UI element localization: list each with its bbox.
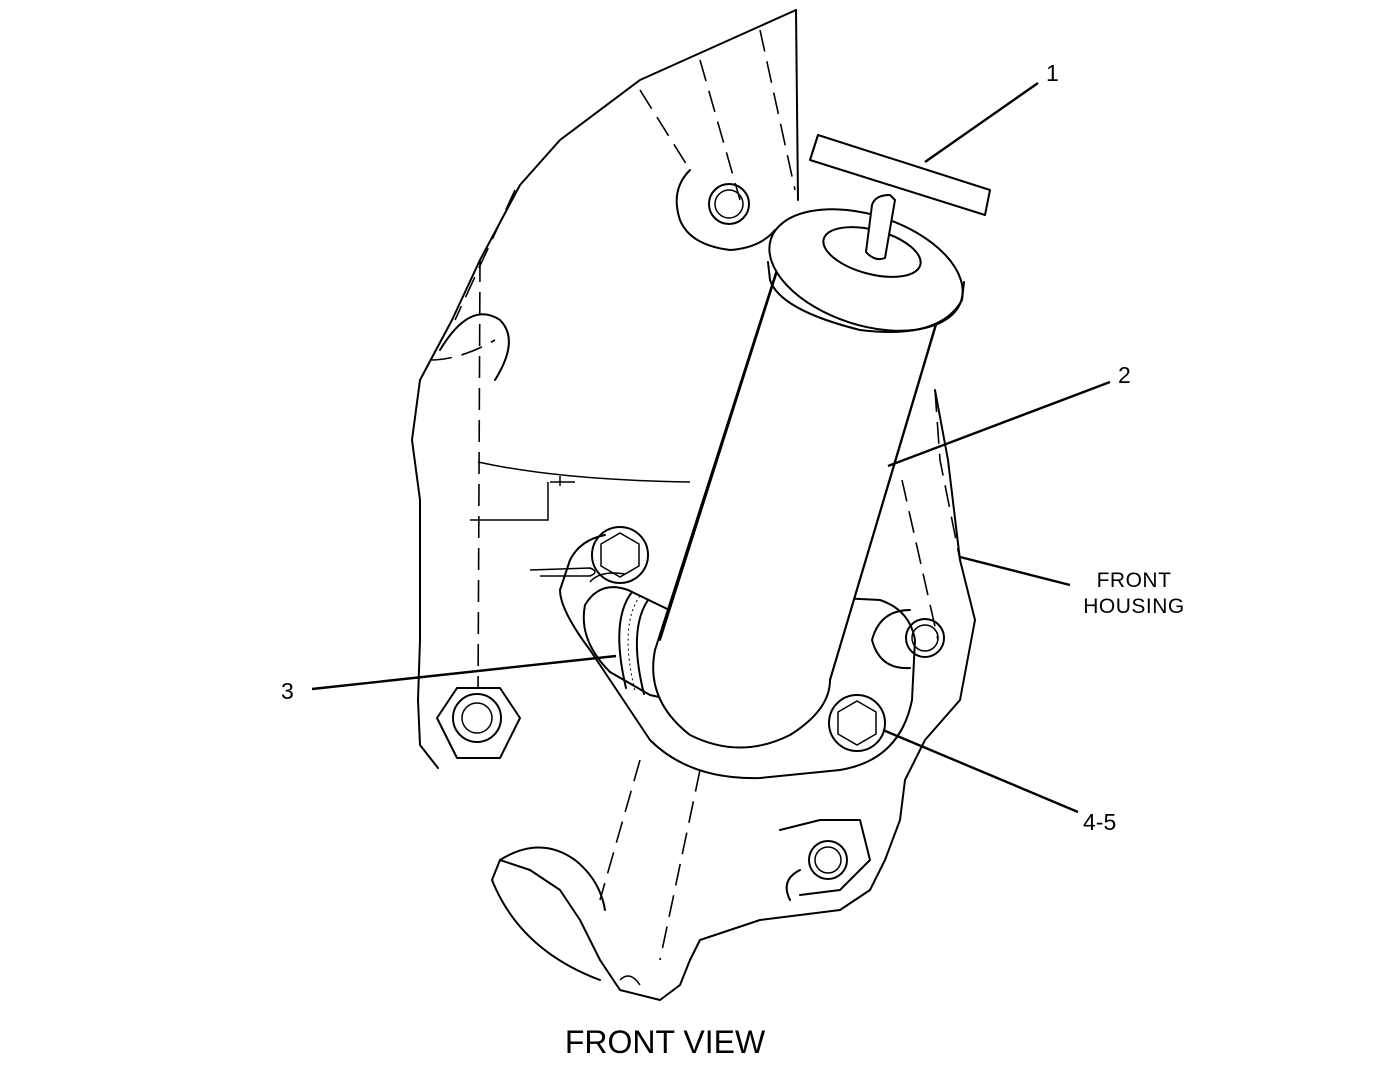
view-title: FRONT VIEW — [565, 1024, 766, 1060]
bolt-housing-right — [905, 618, 945, 658]
bolt-flange-right — [828, 694, 886, 752]
callout-2: 2 — [1118, 362, 1131, 388]
t-handle — [809, 134, 991, 261]
callout-3: 3 — [281, 678, 294, 704]
leader-front-housing — [959, 555, 1071, 587]
pump-cylinder — [652, 208, 965, 749]
leader-1 — [924, 82, 1039, 163]
bolt-flange-left — [591, 526, 649, 584]
hex-nut — [436, 687, 521, 759]
callout-1: 1 — [1046, 60, 1059, 86]
callout-4-5: 4-5 — [1083, 809, 1116, 835]
lower-housing — [491, 389, 976, 1001]
mounting-flange — [559, 534, 916, 780]
bolt-upper — [708, 183, 750, 225]
bolt-housing-lower — [808, 840, 848, 880]
leader-3 — [311, 654, 617, 691]
leader-4-5 — [882, 728, 1079, 814]
upper-housing — [411, 9, 799, 769]
leader-2 — [887, 380, 1111, 468]
front-housing-label-line2: HOUSING — [1083, 595, 1185, 618]
leader-lines — [311, 82, 1111, 814]
front-housing-label-line1: FRONT — [1097, 569, 1172, 592]
